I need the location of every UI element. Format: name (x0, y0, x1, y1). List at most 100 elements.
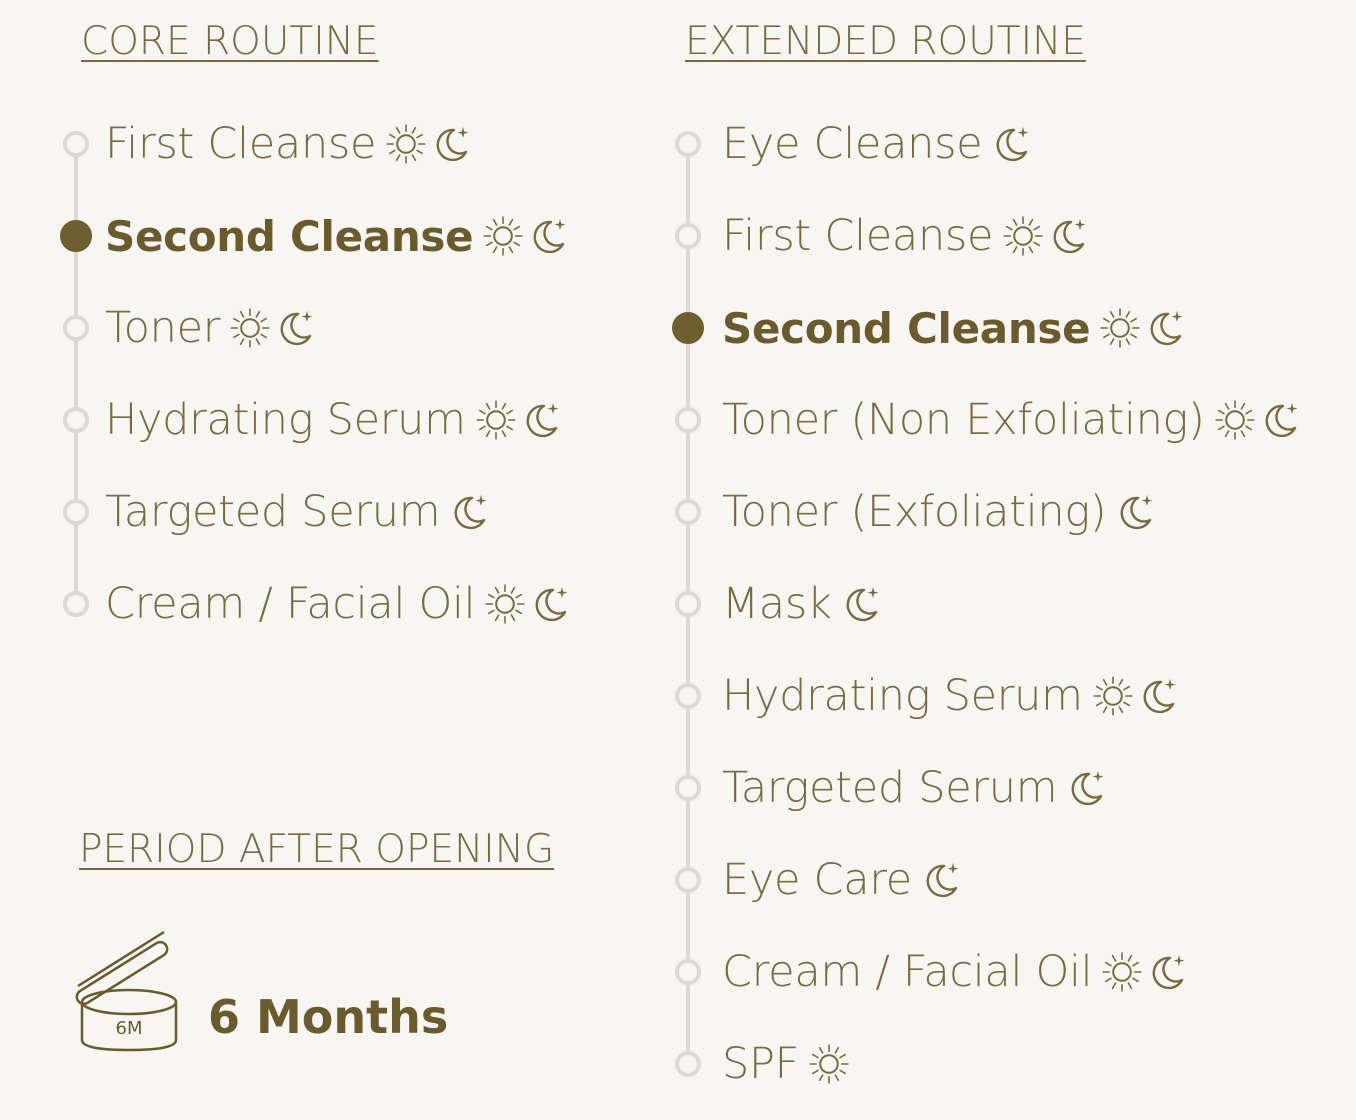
time-of-day-icons (1003, 216, 1089, 256)
routine-step-label: Eye Care (722, 855, 912, 905)
moon-icon (535, 587, 568, 622)
timeline-dot (675, 131, 701, 157)
time-of-day-icons (809, 1044, 849, 1084)
sun-icon (386, 124, 426, 164)
time-of-day-icons (450, 492, 490, 532)
moon-icon (454, 495, 487, 530)
timeline-dot (675, 867, 701, 893)
time-of-day-icons (476, 400, 562, 440)
routine-step-label: Hydrating Serum (722, 671, 1083, 721)
routine-step[interactable]: Toner (Exfoliating) (722, 482, 1156, 542)
time-of-day-icons (483, 216, 569, 256)
sun-icon (1100, 308, 1140, 348)
moon-icon (996, 127, 1029, 162)
timeline-dot (675, 683, 701, 709)
timeline-dot (675, 591, 701, 617)
timeline-dot (63, 131, 89, 157)
time-of-day-icons (1116, 492, 1156, 532)
open-jar-icon: 6M (66, 922, 196, 1057)
routine-step[interactable]: Eye Care (722, 850, 962, 910)
timeline-dot (675, 1051, 701, 1077)
moon-icon (1071, 771, 1104, 806)
moon-icon (926, 863, 959, 898)
routine-step[interactable]: Second Cleanse (105, 206, 569, 266)
routine-step-label: Toner (Exfoliating) (722, 487, 1107, 537)
moon-icon (1150, 311, 1183, 346)
timeline-dot-active (60, 220, 92, 252)
timeline-dot (675, 223, 701, 249)
routine-step[interactable]: Cream / Facial Oil (722, 942, 1188, 1002)
routine-step-label: First Cleanse (722, 211, 994, 261)
moon-icon (1120, 495, 1153, 530)
moon-icon (280, 311, 313, 346)
routine-step-label: Targeted Serum (105, 487, 441, 537)
pao-value: 6 Months (208, 990, 449, 1044)
routine-step[interactable]: Eye Cleanse (722, 114, 1032, 174)
routine-step[interactable]: First Cleanse (722, 206, 1089, 266)
sun-icon (485, 584, 525, 624)
time-of-day-icons (992, 124, 1032, 164)
timeline-rail (74, 144, 78, 604)
routine-step[interactable]: Hydrating Serum (105, 390, 562, 450)
routine-step[interactable]: SPF (722, 1034, 849, 1094)
timeline-dot (63, 499, 89, 525)
routine-step-label: Second Cleanse (105, 211, 474, 261)
timeline-dot (675, 959, 701, 985)
time-of-day-icons (1093, 676, 1179, 716)
routine-step[interactable]: Hydrating Serum (722, 666, 1179, 726)
routine-step-label: First Cleanse (105, 119, 377, 169)
routine-step-label: Eye Cleanse (722, 119, 983, 169)
timeline-dot (63, 315, 89, 341)
time-of-day-icons (386, 124, 472, 164)
moon-icon (1053, 219, 1086, 254)
routine-step[interactable]: Targeted Serum (722, 758, 1107, 818)
time-of-day-icons (230, 308, 316, 348)
time-of-day-icons (922, 860, 962, 900)
routine-step-label: Toner (105, 303, 221, 353)
timeline-dot (63, 407, 89, 433)
routine-step-label: Second Cleanse (722, 303, 1091, 353)
moon-icon (846, 587, 879, 622)
timeline-dot (675, 499, 701, 525)
routine-step-label: Hydrating Serum (105, 395, 466, 445)
sun-icon (809, 1044, 849, 1084)
sun-icon (1102, 952, 1142, 992)
timeline-dot (63, 591, 89, 617)
time-of-day-icons (1100, 308, 1186, 348)
pao-heading: PERIOD AFTER OPENING (79, 827, 555, 872)
sun-icon (1093, 676, 1133, 716)
routine-step-label: Mask (722, 579, 832, 629)
time-of-day-icons (1067, 768, 1107, 808)
sun-icon (1003, 216, 1043, 256)
routine-step[interactable]: Mask (722, 574, 882, 634)
routine-step[interactable]: Cream / Facial Oil (105, 574, 571, 634)
moon-icon (526, 403, 559, 438)
sun-icon (483, 216, 523, 256)
moon-icon (1265, 403, 1298, 438)
routine-step[interactable]: Second Cleanse (722, 298, 1186, 358)
sun-icon (476, 400, 516, 440)
moon-icon (1152, 955, 1185, 990)
routine-step[interactable]: First Cleanse (105, 114, 472, 174)
extended-routine-heading: EXTENDED ROUTINE (685, 19, 1086, 64)
timeline-dot (675, 407, 701, 433)
moon-icon (533, 219, 566, 254)
sun-icon (1214, 400, 1255, 440)
moon-icon (1143, 679, 1176, 714)
time-of-day-icons (1102, 952, 1188, 992)
routine-step-label: SPF (722, 1039, 800, 1089)
routine-step-label: Targeted Serum (722, 763, 1058, 813)
moon-icon (436, 127, 469, 162)
timeline-dot-active (672, 312, 704, 344)
core-routine-heading: CORE ROUTINE (81, 19, 379, 64)
routine-step-label: Cream / Facial Oil (105, 579, 476, 629)
time-of-day-icons (842, 584, 882, 624)
routine-step-label: Toner (Non Exfoliating) (722, 395, 1205, 445)
time-of-day-icons (485, 584, 571, 624)
routine-step[interactable]: Toner (Non Exfoliating) (722, 390, 1301, 450)
routine-step[interactable]: Toner (105, 298, 316, 358)
time-of-day-icons (1214, 400, 1301, 440)
sun-icon (230, 308, 270, 348)
timeline-dot (675, 775, 701, 801)
routine-step[interactable]: Targeted Serum (105, 482, 490, 542)
